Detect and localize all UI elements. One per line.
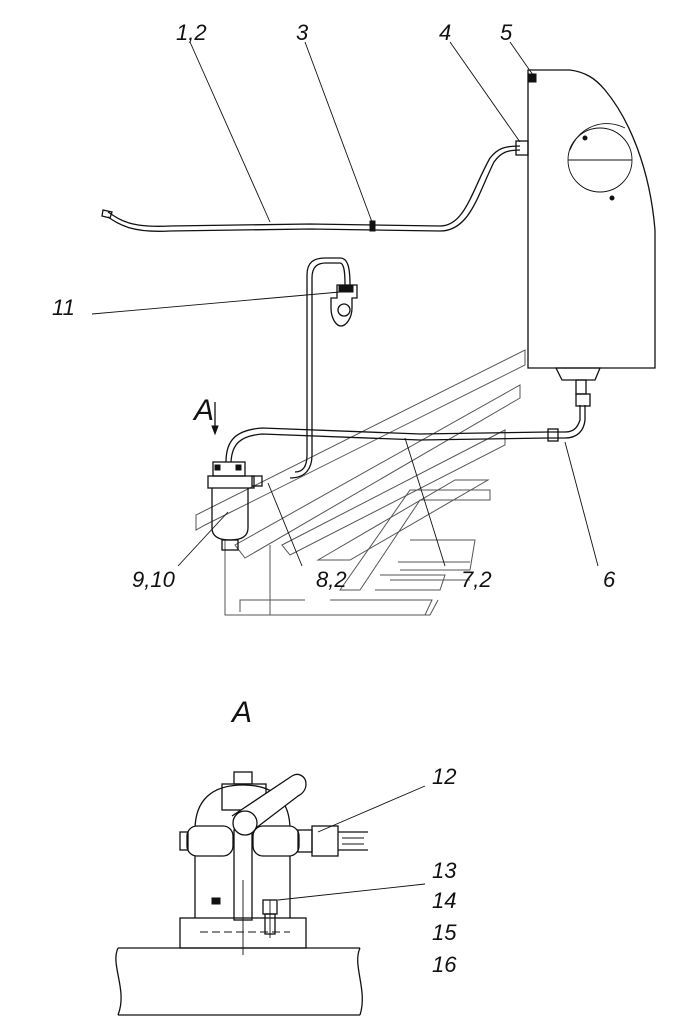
callout-1-2: 1,2	[176, 20, 207, 45]
callout-16: 16	[432, 952, 457, 977]
callout-15: 15	[432, 920, 457, 945]
view-arrow	[211, 402, 219, 436]
detail-view-title: A	[230, 696, 252, 729]
frame-silhouette	[195, 349, 526, 616]
bolt-icon	[528, 73, 537, 83]
detail-leader-lines	[277, 785, 426, 901]
leader-lines	[91, 41, 599, 567]
cab-panel	[527, 69, 656, 395]
callout-7-2: 7,2	[461, 567, 492, 592]
callout-6: 6	[603, 567, 616, 592]
callout-4: 4	[439, 20, 451, 45]
callout-8-2: 8,2	[316, 567, 347, 592]
callout-3: 3	[296, 20, 309, 45]
callout-11: 11	[52, 295, 75, 320]
fuel-filter	[207, 461, 263, 551]
long-hose	[225, 393, 591, 463]
arrow-down-icon	[211, 425, 219, 436]
detail-view-a	[115, 771, 368, 1016]
callout-9-10: 9,10	[132, 567, 176, 592]
callout-13: 13	[432, 858, 457, 883]
callout-12: 12	[432, 764, 456, 789]
view-arrow-label: A	[192, 394, 214, 427]
hose-to-valve	[289, 257, 358, 479]
callout-5: 5	[500, 20, 513, 45]
callout-14: 14	[432, 888, 456, 913]
upper-hose	[101, 140, 529, 232]
